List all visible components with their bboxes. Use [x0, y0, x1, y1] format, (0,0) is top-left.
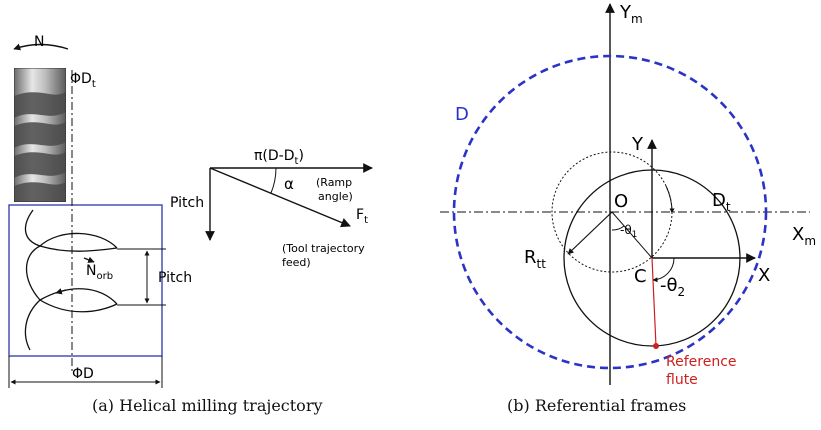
label-c: C [634, 266, 647, 287]
label-phi-dt: ΦDt [70, 71, 96, 90]
pitch-dimension [117, 248, 166, 306]
phi-d-dimension [8, 356, 163, 388]
label-n-orb: Norb [86, 263, 113, 282]
label-phi-d: ΦD [72, 366, 94, 382]
caption-a: (a) Helical milling trajectory [92, 396, 323, 415]
end-mill-tool [14, 68, 66, 202]
label-ft: Ft [356, 207, 368, 226]
label-pitch: Pitch [170, 195, 204, 211]
outer-circle-d [452, 54, 768, 370]
label-xm: Xm [792, 224, 816, 248]
label-d: D [455, 104, 469, 125]
angle-arc [270, 167, 277, 194]
caption-b: (b) Referential frames [507, 396, 687, 415]
helical-trajectory [24, 209, 118, 351]
label-rtt: Rtt [524, 247, 546, 271]
label-ramp-2: angle) [318, 190, 353, 203]
label-ramp-1: (Ramp [316, 176, 352, 189]
label-y: Y [631, 134, 644, 155]
reference-line [651, 257, 657, 347]
label-ym: Ym [619, 2, 643, 26]
panel-a: N ΦDt Norb [8, 34, 373, 388]
label-alpha: α [284, 175, 294, 193]
label-feed-1: (Tool trajectory [282, 242, 365, 255]
label-pitch-side: Pitch [158, 270, 192, 286]
label-n: N [34, 34, 44, 50]
label-feed-2: feed) [282, 256, 311, 269]
vector-diagram: π(D-Dt) α (Ramp angle) Ft Pitch (Tool tr… [170, 148, 373, 269]
workpiece-box [8, 204, 163, 357]
theta2-arc [652, 257, 675, 283]
line-o-c [611, 211, 653, 259]
vector-feed [209, 167, 351, 228]
rotation-arrow [13, 43, 69, 51]
theta1-arc [611, 225, 625, 231]
label-reference-2: flute [666, 372, 698, 388]
reference-point [653, 343, 659, 349]
label-o: O [614, 191, 628, 212]
label-theta2: -θ2 [660, 275, 685, 299]
label-reference-1: Reference [666, 354, 737, 370]
line-rtt [567, 211, 613, 255]
orbit-arrow [665, 185, 675, 214]
label-pi-d-dt: π(D-Dt) [254, 148, 304, 167]
label-x: X [758, 265, 770, 286]
label-theta1: -θ1 [620, 223, 637, 240]
label-dt: Dt [712, 190, 731, 214]
panel-b: Ym Xm D Y X O C Dt Rtt -θ1 -θ2 Reference… [440, 2, 816, 388]
